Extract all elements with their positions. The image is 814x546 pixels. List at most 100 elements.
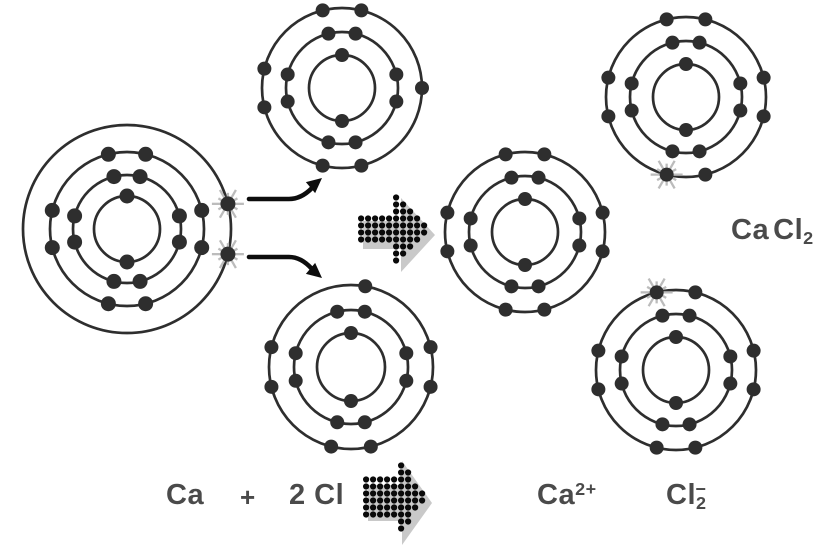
halftone-dot [398,469,405,476]
electron-shell [21,123,233,335]
electron-dot [264,379,279,394]
electron-dot [100,296,116,312]
electron-dot [363,439,378,454]
halftone-dot [379,229,386,236]
electron-dot [119,188,135,204]
electron-dot [389,67,404,82]
electron-dot [669,330,683,344]
halftone-dot [391,490,398,497]
electron-dot [440,244,455,259]
electron-dot [399,346,414,361]
halftone-dot [363,490,370,497]
halftone-dot [421,222,428,229]
formula-base: Cl [773,214,804,246]
electron-dot [614,376,629,391]
electron-dot [692,35,707,50]
electron-dot [537,302,552,317]
electron-dot [67,234,83,250]
formula-base: Ca [537,479,576,511]
halftone-dot [393,208,400,215]
arrowhead-icon [305,178,322,194]
electron-dot [591,343,606,358]
halftone-dot [365,215,372,222]
chloride-ion-bottom [591,277,761,455]
formula-sup: 2+ [575,479,597,500]
halftone-dot [391,476,398,483]
electron-dot [665,144,680,159]
halftone-dot [377,476,384,483]
halftone-dot [407,222,414,229]
electron-dot [723,349,738,364]
electron-dot [665,35,680,50]
electron-dot [688,285,703,300]
electron-shell [618,312,734,428]
electron-dot [498,302,513,317]
halftone-dot [400,201,407,208]
halftone-dot [379,236,386,243]
halftone-dot [393,236,400,243]
electron-dot [595,205,610,220]
electron-dot [335,48,349,62]
halftone-dot [370,476,377,483]
electron-dot [624,103,639,118]
formula-base: Cl [666,479,696,511]
electron-shell [604,15,768,179]
calcium-ion [440,147,610,317]
formula-sup: − [695,479,707,500]
electron-dot [171,234,187,250]
electron-dot [504,170,519,185]
electron-dot [655,417,670,432]
electron-dot [688,440,703,455]
electron-dot [257,100,272,115]
halftone-dot [412,490,419,497]
electron-shell [467,174,583,290]
electron-dot [463,238,478,253]
electron-dot [119,254,135,270]
halftone-dot [400,243,407,250]
electron-dot [171,208,187,224]
electron-shell [292,308,410,426]
halftone-dot [400,229,407,236]
electron-dot [655,308,670,323]
halftone-dot [400,208,407,215]
halftone-dot [407,236,414,243]
calcium-atom [21,123,244,335]
arrow-line [246,254,314,271]
halftone-dot [419,497,426,504]
halftone-dot [393,215,400,222]
electron-dot [354,3,369,18]
formula-base: + [240,482,256,512]
halftone-dot [386,215,393,222]
electron-dot [659,167,674,182]
electron-dot [423,379,438,394]
electron-dot [531,279,546,294]
halftone-dot [391,511,398,518]
halftone-dot [377,504,384,511]
electron-dot [257,61,272,76]
electron-dot [67,208,83,224]
halftone-dot [391,483,398,490]
formula-sub: 2 [803,228,814,249]
halftone-dot [384,504,391,511]
equation-reactant-calcium-label: Ca [166,481,204,510]
halftone-dot [405,511,412,518]
halftone-dot [358,215,365,222]
halftone-dot [398,511,405,518]
electron-dot [504,279,519,294]
electron-dot [280,94,295,109]
halftone-dot [386,222,393,229]
halftone-dot [363,497,370,504]
halftone-dot [414,215,421,222]
electron-dot [659,12,674,27]
halftone-dot [393,222,400,229]
electron-dot [389,94,404,109]
electron-dot [138,146,154,162]
halftone-dot [398,490,405,497]
electron-dot [399,373,414,388]
halftone-dot [363,504,370,511]
electron-dot [357,304,372,319]
halftone-dot [365,229,372,236]
halftone-dot [412,504,419,511]
electron-dot [679,123,693,137]
chlorine-atom-top [257,3,429,173]
